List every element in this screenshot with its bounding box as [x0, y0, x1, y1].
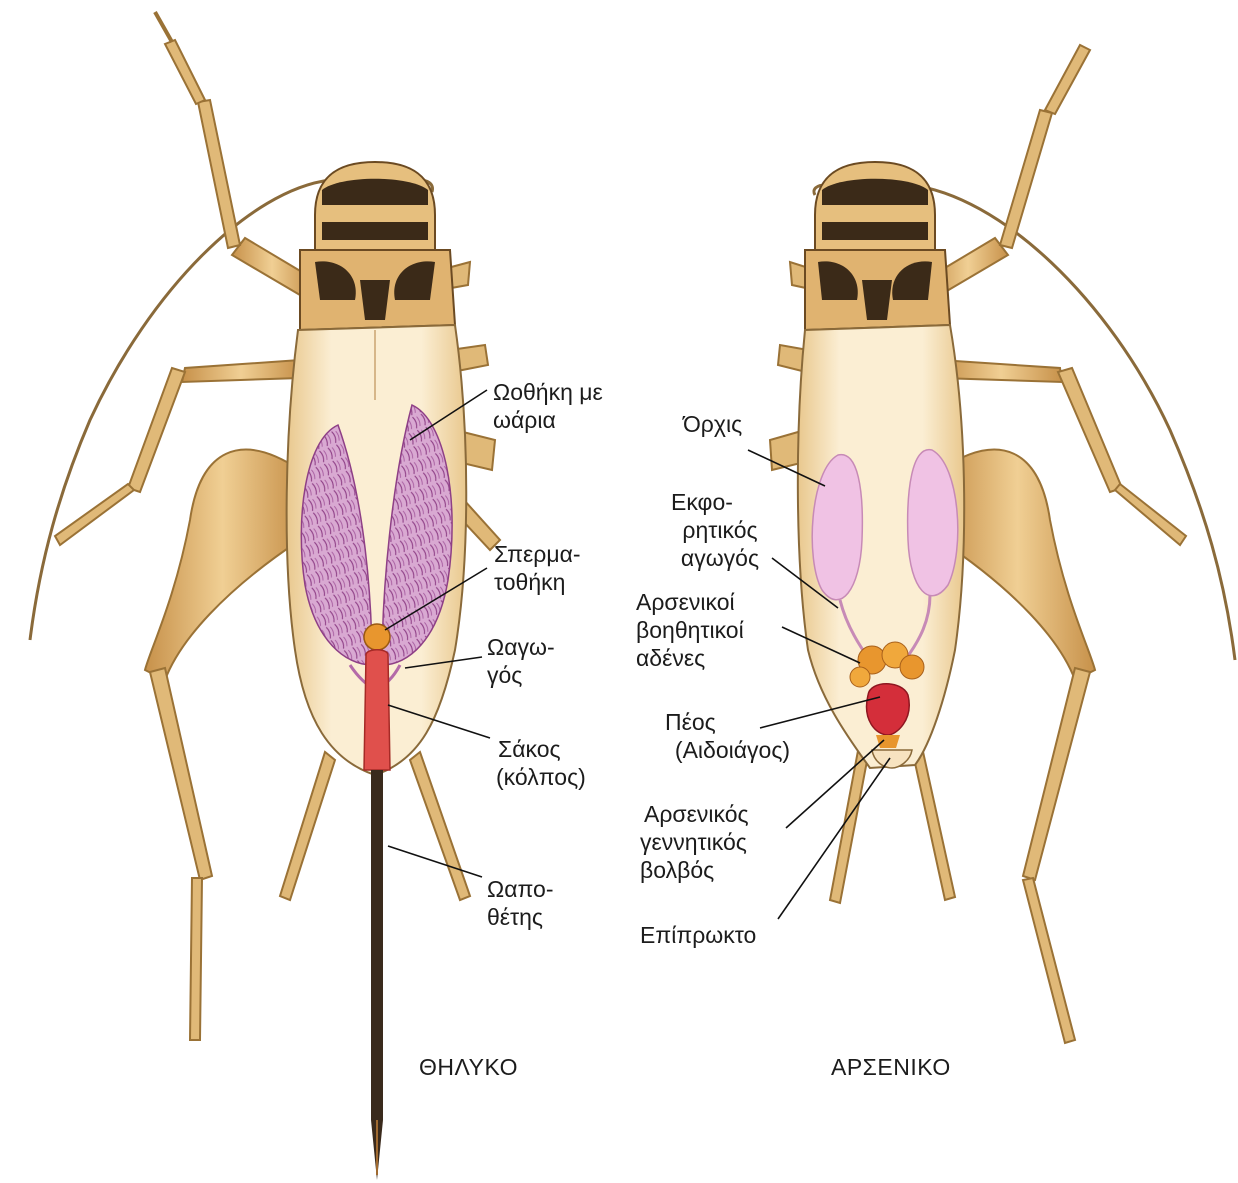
label-vagina-line1: Σάκος	[496, 735, 586, 763]
female-foreleg	[155, 12, 312, 295]
label-ovipositor-line1: Ωαπο-	[487, 875, 553, 903]
label-accessory-glands-line2: βοηθητικοί	[636, 616, 744, 644]
label-epiproct: Επίπρωκτο	[640, 921, 756, 949]
label-testis-line1: Όρχις	[683, 410, 742, 438]
male-head	[815, 162, 935, 250]
label-vagina: Σάκος (κόλπος)	[496, 735, 586, 791]
label-spermatheca-line1: Σπερμα-	[494, 540, 581, 568]
label-accessory-glands-line3: αδένες	[636, 644, 744, 672]
label-accessory-glands: Αρσενικοί βοηθητικοί αδένες	[636, 588, 744, 672]
label-genital-bulb-line2: γεννητικός	[640, 828, 749, 856]
female-figure	[30, 12, 500, 1180]
female-pronotum	[300, 250, 455, 330]
male-pronotum	[805, 250, 950, 330]
male-genital-bulb	[876, 735, 900, 748]
label-accessory-glands-line1: Αρσενικοί	[636, 588, 744, 616]
label-genital-bulb-line3: βολβός	[640, 856, 749, 884]
label-oviduct-line2: γός	[487, 661, 555, 689]
male-title: ΑΡΣΕΝΙΚΟ	[831, 1054, 951, 1081]
female-hindleg	[145, 450, 300, 1040]
label-spermatheca: Σπερμα- τοθήκη	[494, 540, 581, 596]
label-ovary-line1: Ωοθήκη με	[493, 378, 603, 406]
label-ovary: Ωοθήκη με ωάρια	[493, 378, 603, 434]
female-head	[315, 162, 435, 250]
label-genital-bulb: Αρσενικός γεννητικός βολβός	[640, 800, 749, 884]
female-ovipositor	[371, 770, 383, 1180]
female-vagina-sac	[364, 650, 390, 770]
label-ejaculatory-duct-line1: Εκφο-	[665, 488, 775, 516]
label-oviduct-line1: Ωαγω-	[487, 633, 555, 661]
male-foreleg	[928, 45, 1090, 295]
label-penis-line1: Πέος	[640, 708, 825, 736]
label-ejaculatory-duct-line2: ρητικός	[665, 516, 775, 544]
label-penis: Πέος (Αιδοιάγος)	[640, 708, 825, 764]
label-oviduct: Ωαγω- γός	[487, 633, 555, 689]
female-title: ΘΗΛΥΚΟ	[419, 1054, 518, 1081]
label-vagina-line2: (κόλπος)	[496, 763, 586, 791]
label-ejaculatory-duct-line3: αγωγός	[665, 544, 775, 572]
female-spermatheca	[364, 624, 390, 650]
label-genital-bulb-line1: Αρσενικός	[640, 800, 749, 828]
label-ovipositor-line2: θέτης	[487, 903, 553, 931]
label-testis: Όρχις	[683, 410, 742, 438]
male-figure	[770, 45, 1235, 1043]
label-penis-line2: (Αιδοιάγος)	[640, 736, 825, 764]
label-ovipositor: Ωαπο- θέτης	[487, 875, 553, 931]
label-spermatheca-line2: τοθήκη	[494, 568, 581, 596]
label-ovary-line2: ωάρια	[493, 406, 603, 434]
label-ejaculatory-duct: Εκφο- ρητικός αγωγός	[665, 488, 775, 572]
leader-ovipositor	[388, 846, 482, 877]
label-epiproct-line1: Επίπρωκτο	[640, 921, 756, 949]
